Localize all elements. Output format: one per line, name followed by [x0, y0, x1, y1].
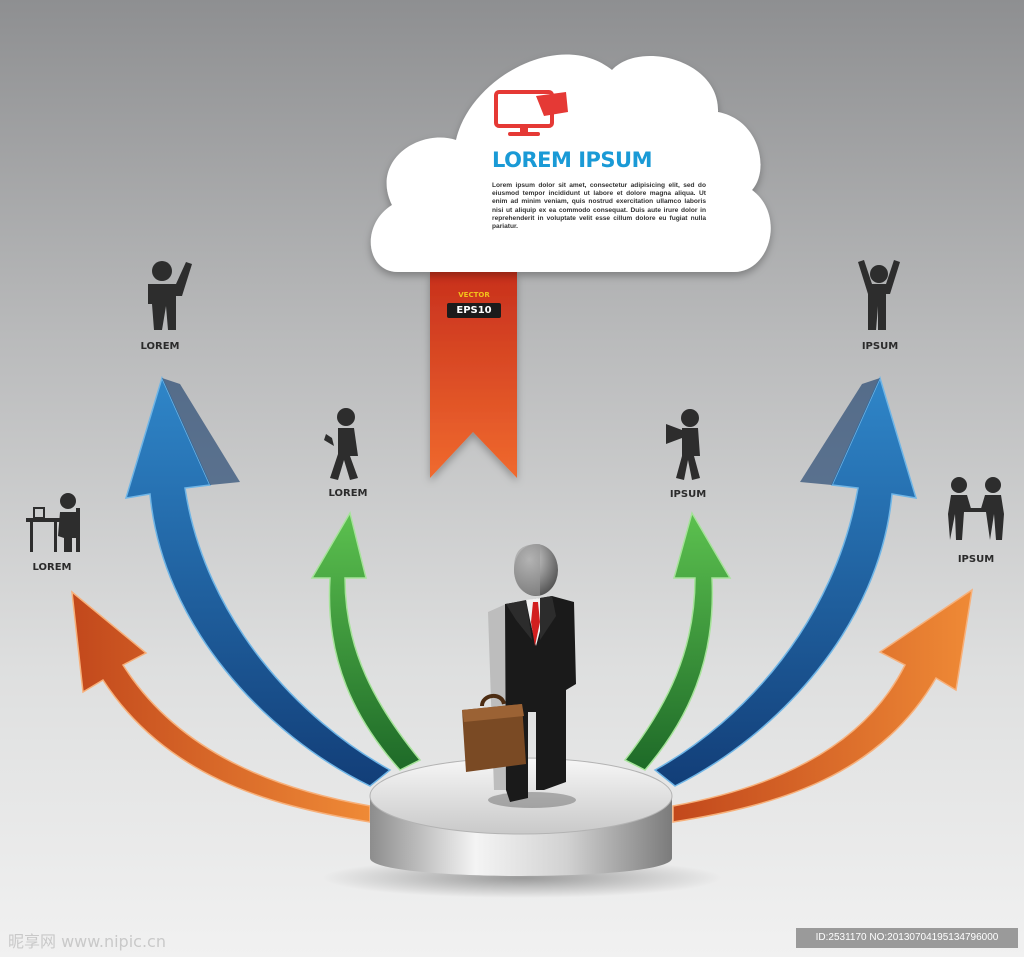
podium — [322, 757, 722, 898]
label-desk-person: LOREM — [32, 562, 72, 573]
ribbon-bookmark — [430, 272, 517, 478]
label-walking-person: LOREM — [328, 488, 368, 499]
walking-person-icon — [324, 408, 358, 480]
cloud-title: LOREM IPSUM — [492, 148, 653, 172]
cheering-person-icon — [858, 260, 900, 330]
label-megaphone-person: IPSUM — [669, 489, 707, 500]
cloud-body-text: Lorem ipsum dolor sit amet, consectetur … — [492, 182, 706, 231]
ribbon-tag-vector: VECTOR — [458, 291, 490, 299]
label-handshake: IPSUM — [957, 554, 995, 565]
orange-arrow-left — [71, 590, 371, 823]
person-at-desk-icon — [26, 493, 80, 552]
label-waving-person: LOREM — [140, 341, 180, 352]
green-arrow-left — [310, 511, 422, 771]
blue-arrow-right — [653, 375, 918, 787]
watermark-id: ID:2531170 NO:20130704195134796000 — [796, 928, 1018, 948]
orange-arrow-right — [672, 588, 974, 823]
businessman-figure — [462, 544, 576, 808]
cloud-shape — [370, 54, 771, 272]
blue-arrow-left — [124, 375, 392, 787]
monitor-icon — [494, 90, 568, 136]
ribbon-tag-eps: EPS10 — [447, 303, 501, 318]
megaphone-person-icon — [666, 409, 700, 480]
handshake-icon — [948, 477, 1004, 540]
watermark-site: 昵享网 www.nipic.cn — [8, 932, 166, 951]
waving-person-icon — [148, 261, 192, 330]
label-cheering-person: IPSUM — [861, 341, 899, 352]
green-arrow-right — [623, 511, 732, 771]
